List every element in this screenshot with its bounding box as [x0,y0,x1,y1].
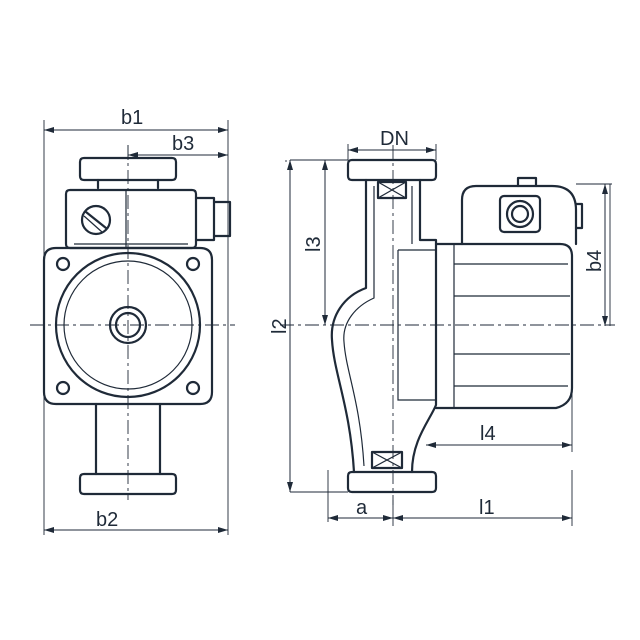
side-motor-fins [454,263,570,387]
side-top-nameplate-cross [377,181,407,199]
front-top-flange [78,156,178,182]
front-cable-gland [194,196,216,242]
dim-l3-label: l3 [303,236,325,252]
dim-b3-arrows [128,152,228,158]
side-terminal-top-tab [516,176,538,188]
side-terminal-side-tab [574,202,584,230]
side-adapter-ring [397,249,436,401]
front-top-neck [96,178,160,190]
dim-b1-label: b1 [121,107,143,129]
front-cable-gland-nut [212,200,232,238]
dim-l2-label: l2 [269,318,291,334]
front-terminal-box [64,188,198,250]
side-volute-inner [343,186,413,467]
side-view [280,145,615,505]
side-top-flange [346,158,438,182]
side-terminal-box [460,184,578,246]
side-bottom-nameplate [370,450,404,470]
front-view [30,145,235,500]
side-cable-entry [498,194,542,234]
dim-b3-label: b3 [172,133,194,155]
dim-l1-ext [392,470,573,526]
dim-b4-label: b4 [584,250,606,272]
dim-b2-label: b2 [96,509,118,531]
dim-dn-arrows [348,147,436,153]
front-motor-outer-ring [54,251,202,399]
side-bottom-nameplate-cross [371,451,403,469]
extension-lines [43,120,611,535]
side-cable-gland-inner [510,204,530,224]
front-bottom-neck [94,402,162,476]
front-motor-inner-ring [63,260,193,390]
front-center-plug-outer [108,305,148,345]
side-top-nameplate [376,180,408,200]
side-motor-casing [434,242,574,410]
dim-l1-label: l1 [479,497,495,519]
front-screw-slot-2 [83,215,103,233]
side-bottom-flange [346,470,438,494]
dim-dn-label: DN [380,128,409,150]
dim-dn-ext [347,144,437,160]
front-bolt-top-left [55,256,71,272]
front-bolt-bottom-left [55,380,71,396]
dim-a-label: a [356,497,368,519]
front-screw [80,204,112,236]
dimensions: b1 b3 b2 DN l3 l2 b4 l4 a [43,107,612,535]
side-volute-body [330,178,438,474]
front-bottom-flange [78,472,178,496]
side-cable-gland-outer [505,199,535,229]
front-center-plug-inner [114,311,142,339]
front-motor-housing [42,246,214,406]
front-bolt-bottom-right [185,380,201,396]
dim-l4-label: l4 [480,423,496,445]
front-screw-slot [84,210,108,230]
front-bolt-top-right [185,256,201,272]
